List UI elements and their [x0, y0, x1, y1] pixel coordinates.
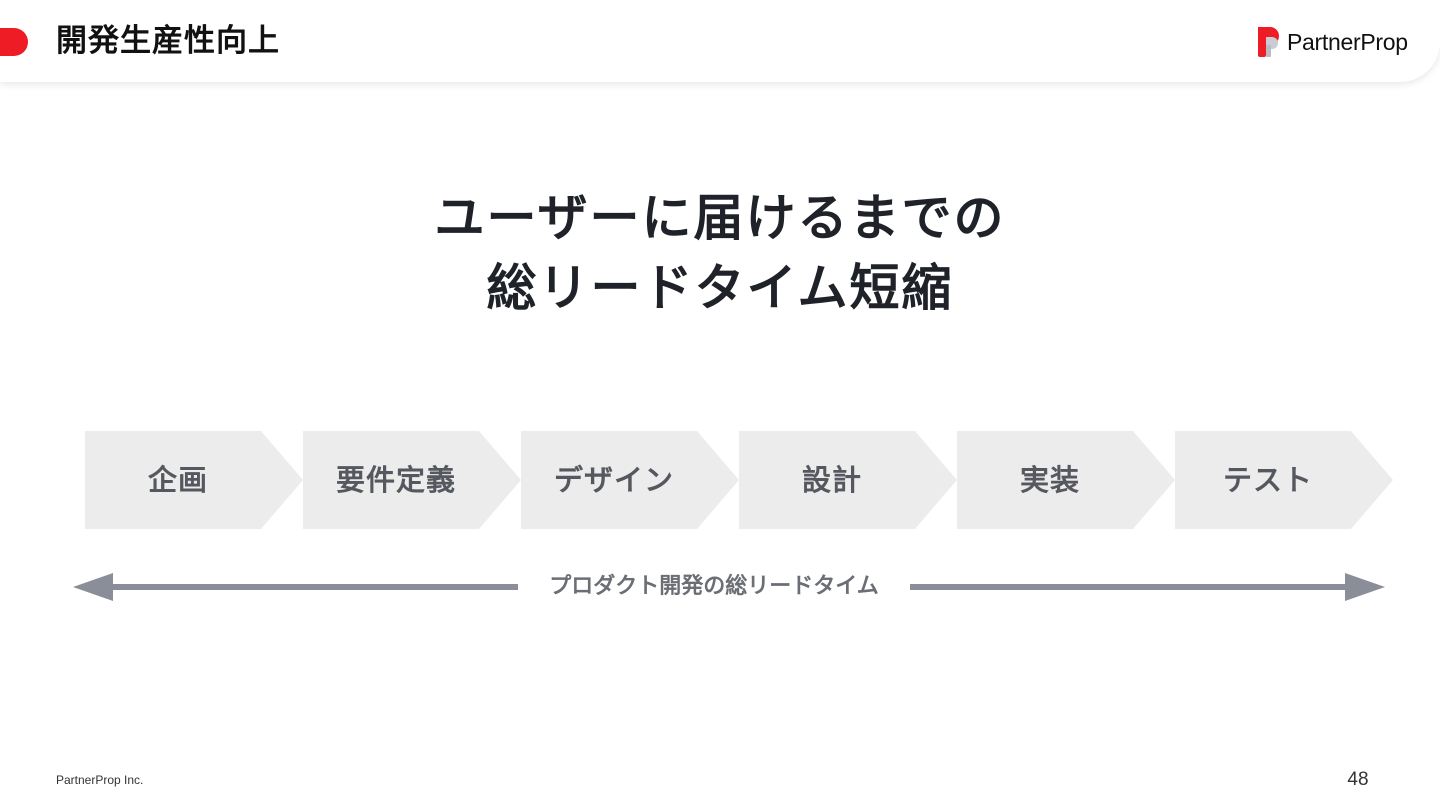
chevron-shape — [1175, 431, 1393, 529]
chevron-shape — [739, 431, 957, 529]
process-step-label: 実装 — [1019, 463, 1080, 497]
process-step-label: テスト — [1222, 463, 1313, 497]
lead-time-label: プロダクト開発の総リードタイム — [518, 570, 910, 604]
header-accent-pill — [0, 28, 28, 56]
main-title: ユーザーに届けるまでの 総リードタイム短縮 — [0, 183, 1440, 323]
footer-company-name: PartnerProp Inc. — [56, 773, 144, 787]
chevron-shape — [85, 431, 303, 529]
process-step-label: 設計 — [801, 463, 862, 497]
main-title-line-2: 総リードタイム短縮 — [486, 259, 954, 317]
page-number: 48 — [1347, 769, 1369, 790]
logo-wordmark: PartnerProp — [1287, 28, 1408, 55]
chevron-shape — [957, 431, 1175, 529]
process-step-label: 要件定義 — [335, 463, 456, 497]
process-step-label: デザイン — [553, 463, 674, 497]
header-bar: 開発生産性向上 PartnerProp — [0, 0, 1440, 82]
lead-time-arrow: プロダクト開発の総リードタイム — [73, 570, 1385, 604]
chevron-shape — [303, 431, 521, 529]
main-title-line-1: ユーザーに届けるまでの — [434, 189, 1006, 247]
partnerprop-logo: PartnerProp — [1258, 27, 1408, 57]
section-title: 開発生産性向上 — [56, 23, 280, 59]
chevron-shape — [521, 431, 739, 529]
process-steps: 企画 要件定義 デザイン 設計 実装 — [85, 431, 1395, 529]
process-step-label: 企画 — [147, 463, 208, 497]
partnerprop-logo-mark-icon — [1258, 27, 1279, 57]
